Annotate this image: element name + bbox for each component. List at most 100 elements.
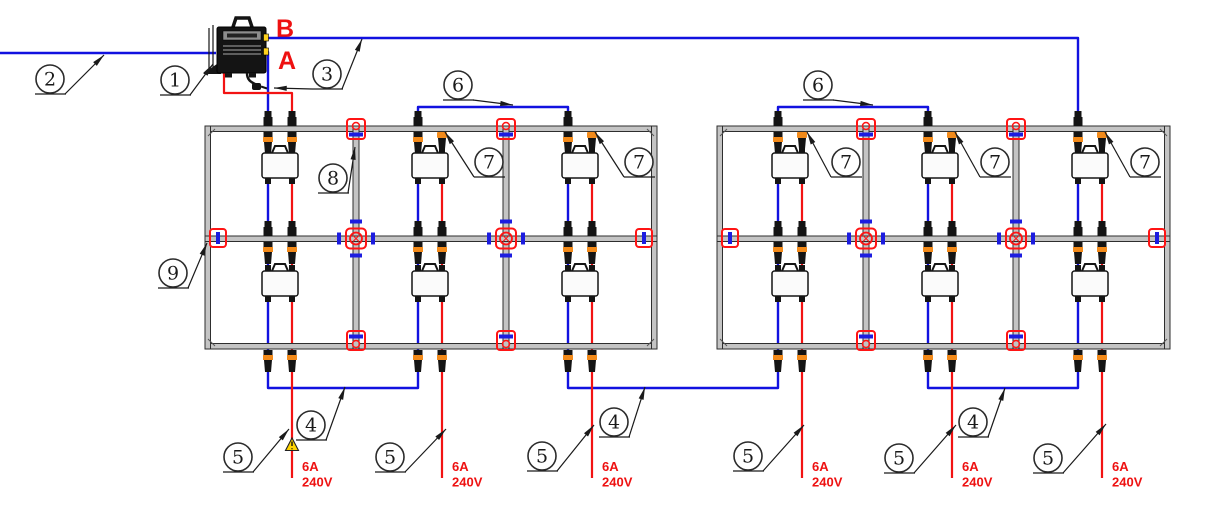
branch-connector-tip xyxy=(564,111,572,117)
microinverter-handle xyxy=(571,145,589,154)
capped-port-body xyxy=(1098,138,1106,149)
callout-number-4: 4 xyxy=(967,412,979,434)
branch-connector-tip xyxy=(1074,221,1082,227)
solar-array-1-frame-bottom xyxy=(204,343,658,350)
bottom-jumper-blue xyxy=(566,344,780,390)
gateway-display xyxy=(227,33,257,38)
clamp-bar xyxy=(1031,232,1035,245)
frame-corner-mark xyxy=(646,338,655,347)
panel-mid-clamp-top xyxy=(346,118,366,140)
branch-connector-nut xyxy=(263,350,273,355)
clamp-bolt-head xyxy=(501,339,511,349)
clamp-bar xyxy=(500,253,512,258)
branch-connector-nut xyxy=(1097,350,1107,355)
panel-mid-clamp-top xyxy=(1006,118,1026,140)
callout-arrowhead-5 xyxy=(793,425,804,437)
branch-connector-body xyxy=(588,252,596,264)
clamp-bar xyxy=(349,334,363,339)
branch-connector-body xyxy=(263,227,273,236)
branch-connector-nut xyxy=(413,242,423,247)
clamp-bolt-head xyxy=(859,231,873,246)
branch-connector-tip xyxy=(414,221,422,227)
clamp-bar xyxy=(1009,132,1023,137)
frame-corner-mark xyxy=(646,128,655,137)
drop-current-label: 6A xyxy=(302,459,319,474)
callout-balloon-6 xyxy=(443,70,473,100)
microinverter-port xyxy=(289,178,295,184)
branch-connector-tip xyxy=(288,221,296,227)
callout-balloon-7 xyxy=(474,147,504,177)
callout-arrowhead-7 xyxy=(807,132,816,145)
microinverter-body xyxy=(1071,270,1109,297)
clamp-bolt-head xyxy=(349,231,363,246)
branch-connector-tip xyxy=(1098,221,1106,227)
panel-mid-clamp-bottom xyxy=(1006,330,1026,351)
callout-arrowhead-4 xyxy=(638,387,645,400)
branch-connector-orange-ring xyxy=(587,355,597,360)
branch-connector-orange-ring xyxy=(1073,355,1083,360)
microinverter-port xyxy=(415,178,421,184)
clamp-bar xyxy=(499,132,513,137)
microinverter-port xyxy=(775,265,781,272)
callout-number-7: 7 xyxy=(840,152,852,174)
branch-connector-orange-ring xyxy=(413,247,423,252)
branch-connector-body xyxy=(1098,360,1106,372)
microinverter-port xyxy=(949,147,955,154)
microinverter-port xyxy=(1075,178,1081,184)
rail-cross-clamp xyxy=(495,227,517,250)
branch-connector-nut xyxy=(1073,350,1083,355)
rail-cross-clamp xyxy=(855,227,877,250)
branch-connector-orange-ring xyxy=(1097,247,1107,252)
microinverter-port xyxy=(1099,178,1105,184)
branch-connector-body xyxy=(587,227,597,236)
microinverter-handle xyxy=(1081,263,1099,272)
callout-arrowhead-7 xyxy=(1105,132,1114,145)
microinverter-handle xyxy=(271,263,289,272)
branch-connector-nut xyxy=(437,242,447,247)
gateway-handle xyxy=(231,16,254,28)
solar-array-2-middle-rail xyxy=(716,235,1171,242)
branch-connector-body xyxy=(948,360,956,372)
branch-connector-body xyxy=(438,360,446,372)
microinverter-body xyxy=(411,152,449,179)
branch-connector-nut xyxy=(563,132,573,137)
branch-connector-nut xyxy=(287,350,297,355)
clamp-bar xyxy=(521,232,525,245)
drop-current-label: 6A xyxy=(1112,459,1129,474)
branch-connector-body xyxy=(414,360,422,372)
callout-number-5: 5 xyxy=(536,446,548,468)
microinverter-port xyxy=(799,147,805,154)
branch-connector-tip xyxy=(924,111,932,117)
branch-connector-tip xyxy=(438,221,446,227)
microinverter-body xyxy=(411,270,449,297)
branch-connector-body xyxy=(1073,117,1083,126)
branch-connector-nut xyxy=(947,350,957,355)
microinverter-handle xyxy=(931,263,949,272)
clamp-bolt-cross xyxy=(862,235,870,242)
gateway-port-a xyxy=(263,47,269,56)
microinverter-port xyxy=(925,147,931,154)
clamp-bar xyxy=(859,334,873,339)
branch-connector-body xyxy=(288,252,296,264)
microinverter-body xyxy=(771,270,809,297)
drop-voltage-label: 240V xyxy=(812,475,843,490)
clamp-bolt-head xyxy=(499,231,513,246)
clamp-bar xyxy=(350,219,362,224)
branch-connector-nut xyxy=(287,242,297,247)
callout-balloon-7 xyxy=(624,147,654,177)
branch-connector-orange-ring xyxy=(773,355,783,360)
microinverter-port xyxy=(565,147,571,154)
callout-balloon-3 xyxy=(312,59,342,89)
branch-connector-orange-ring xyxy=(263,355,273,360)
microinverter-port xyxy=(925,265,931,272)
branch-connector-orange-ring xyxy=(287,247,297,252)
microinverter-port xyxy=(775,147,781,154)
microinverter-handle xyxy=(1081,145,1099,154)
branch-connector-body xyxy=(773,117,783,126)
callout-arrowhead-4 xyxy=(338,387,345,400)
callout-arrowhead-4 xyxy=(998,388,1005,401)
solar-array-2-frame-top xyxy=(716,125,1171,132)
clamp-bolt-head xyxy=(1011,121,1021,131)
microinverter-handle xyxy=(931,145,949,154)
